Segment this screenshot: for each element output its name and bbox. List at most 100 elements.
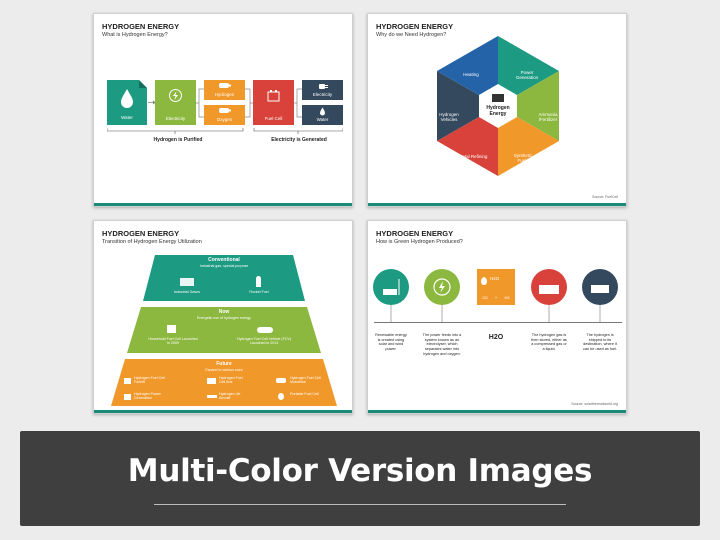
label-heating: Heating (463, 72, 479, 77)
step-renewable-circle (373, 269, 409, 305)
tier-conventional-name: Conventional (208, 257, 240, 263)
tier-now-shape (127, 307, 321, 353)
output-water-box: Water (302, 105, 343, 125)
slide-what-is-hydrogen[interactable]: HYDROGEN ENERGY What is Hydrogen Energy?… (93, 13, 353, 207)
split-connector (196, 88, 204, 118)
hexagon-diagram (437, 36, 559, 176)
power-cycle-icon (433, 278, 451, 296)
bar-chart-icon (180, 278, 194, 286)
hex-segment-synthetic-fuels (498, 106, 559, 176)
hex-center (479, 84, 517, 128)
water-box-shape (107, 80, 147, 125)
slide-green-hydrogen[interactable]: HYDROGEN ENERGY How is Green Hydrogen Pr… (367, 220, 627, 414)
source-note: Source: solarthermalworld.org (571, 402, 618, 406)
hydrogen-label: Hydrogen (214, 92, 235, 97)
item-forklift: Hydrogen Fuel Cell Forklift (134, 376, 165, 385)
label-hydrogen-vehicles: Hydrogen Vehicles (439, 112, 459, 123)
timeline-line (374, 322, 622, 323)
oxygen-label: Oxygen (216, 117, 233, 122)
plug-icon (319, 84, 328, 89)
brace-lines (107, 128, 343, 134)
item-portable-fuel-cell: Portable Fuel Cell (290, 392, 319, 396)
solar-panel-icon (383, 289, 397, 295)
battery-icon (267, 90, 280, 102)
bus-icon (207, 378, 216, 384)
factory-icon (124, 394, 131, 400)
cargo-ship-icon (591, 285, 609, 293)
hex-segment-ammonia (498, 71, 559, 141)
rocket-icon (256, 276, 261, 287)
water-drop-icon (481, 277, 487, 285)
purified-label: Hydrogen is Purified (153, 137, 203, 143)
item-power-generation: Hydrogen Power Generation (134, 392, 161, 401)
house-icon (167, 325, 176, 333)
h2o-icon-plus: + (494, 295, 498, 300)
item-motorbike: Hydrogen Fuel Cell Motorbike (290, 376, 321, 385)
oxygen-box: Oxygen (204, 105, 245, 125)
arrow-icon (148, 100, 156, 105)
gas-tank-icon (219, 108, 231, 113)
label-power-generation: Power Generation (515, 70, 539, 81)
slide-transition[interactable]: HYDROGEN ENERGY Transition of Hydrogen E… (93, 220, 353, 414)
step-h2o-box (477, 269, 515, 305)
slide-title: HYDROGEN ENERGY (376, 229, 454, 238)
split-connector (294, 88, 302, 118)
output-electricity-box: Electricity (302, 80, 343, 100)
water-label: Water (121, 115, 133, 120)
motorbike-icon (276, 378, 286, 383)
item-industrial-gases: Industrial Gases (174, 290, 200, 294)
slide-subtitle: What is Hydrogen Energy? (102, 32, 168, 38)
water-box: Water (107, 80, 147, 125)
water-drop-icon (320, 107, 325, 116)
hex-center-label: Hydrogen Energy (486, 105, 510, 117)
electricity-box: Electricity (155, 80, 196, 125)
banner-underline (154, 504, 566, 505)
slide-subtitle: Transition of Hydrogen Energy Utilizatio… (102, 239, 202, 245)
item-rocket-fuel: Rocket Fuel (249, 290, 269, 294)
h2o-icon-right: H2 (504, 295, 510, 300)
step-5-text: The hydrogen is shipped to its destinati… (583, 333, 617, 352)
storage-tanks-icon (539, 285, 559, 294)
item-bus: Hydrogen Fuel Cell Bus (219, 376, 243, 385)
fuel-cell-box: Fuel Cell (253, 80, 294, 125)
item-fcv: Hydrogen Fuel Cell Vehicle (FCV) Launche… (237, 337, 291, 346)
battery-icon (278, 393, 284, 400)
item-household-fuel-cell: Household Fuel Cell Launched in 2009 (148, 337, 198, 346)
forklift-icon (124, 378, 131, 384)
output-water-label: Water (316, 117, 329, 122)
label-metal-refining: Metal Refining (458, 154, 488, 159)
hex-segment-hydrogen-vehicles (437, 71, 498, 141)
factory-icon (492, 94, 504, 102)
hex-segment-power-generation (498, 36, 559, 106)
tier-future-name: Future (216, 361, 232, 367)
lightning-icon (169, 89, 182, 102)
tier-conventional-desc: Industrial gas, special purpose (199, 264, 249, 268)
step-1-text: Renewable energy is created using solar … (375, 333, 407, 352)
car-icon (257, 327, 273, 333)
slide-subtitle: Why do we Need Hydrogen? (376, 32, 447, 38)
step-3-text: H2O (488, 334, 504, 341)
process-steps (373, 269, 618, 322)
slide-why-hydrogen[interactable]: HYDROGEN ENERGY Why do we Need Hydrogen?… (367, 13, 627, 207)
gas-tank-icon (219, 83, 231, 88)
step-4-text: The hydrogen gas is then stored, either … (531, 333, 567, 352)
water-drop-icon (121, 89, 133, 108)
step-2-text: The power feeds into a system known as a… (422, 333, 462, 356)
electricity-label: Electricity (165, 116, 186, 121)
lightning-icon (439, 281, 445, 293)
tier-now-name: Now (218, 309, 230, 315)
plane-icon (207, 395, 217, 398)
source-note: Source: FuelCell (592, 195, 618, 199)
slide-title: HYDROGEN ENERGY (102, 229, 180, 238)
h2o-icon-top: H2O (490, 276, 500, 281)
banner-title: Multi-Color Version Images (127, 453, 593, 489)
tier-future-desc: Expand to various uses (205, 368, 243, 372)
label-synthetic-fuels: Synthetic Fuels (513, 153, 533, 164)
slide-title: HYDROGEN ENERGY (102, 22, 180, 31)
tier-conventional-shape (143, 255, 305, 301)
tier-now-desc: Energetic use of hydrogen energy (197, 316, 251, 320)
output-electricity-label: Electricity (312, 92, 333, 97)
caption-banner: Multi-Color Version Images (20, 431, 700, 526)
h2o-icon-left: O2 (482, 295, 488, 300)
slide-subtitle: How is Green Hydrogen Produced? (376, 239, 463, 245)
